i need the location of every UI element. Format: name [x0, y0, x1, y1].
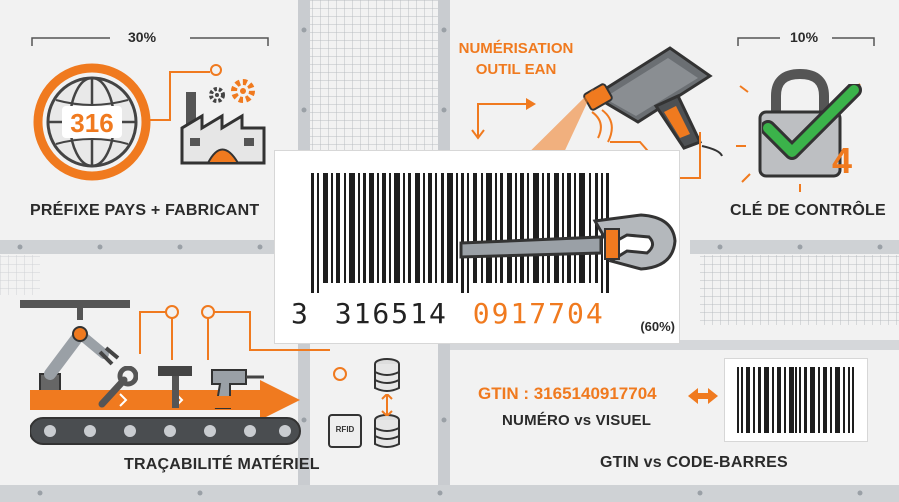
- barcode-icon: [737, 367, 854, 433]
- gtin-text: GTIN : 3165140917704: [478, 384, 657, 403]
- factory-icon: [180, 92, 266, 165]
- connector-lines: [139, 305, 347, 381]
- rfid-label: RFID: [335, 425, 355, 434]
- robot-arm-icon: [20, 300, 130, 395]
- barcode-scanner-icon: [583, 46, 723, 157]
- double-arrow-icon: [688, 388, 718, 404]
- top-right-section: 10% 4 CLÉ DE CONTRÔLE: [700, 0, 899, 240]
- percent-label: 10%: [790, 29, 819, 45]
- caption: TRAÇABILITÉ MATÉRIEL: [124, 456, 320, 473]
- gear-icon: [231, 79, 255, 103]
- scan-title: NUMÉRISATION OUTIL EAN: [456, 40, 576, 78]
- percent-label: (60%): [640, 319, 675, 334]
- bottom-right-section: GTIN : 3165140917704 NUMÉRO vs VISUEL GT…: [450, 350, 899, 485]
- scan-title-line1: NUMÉRISATION: [458, 40, 574, 57]
- gear-icon: [209, 87, 225, 103]
- wrench-icon: [459, 213, 677, 271]
- bracket-line: [737, 37, 875, 46]
- barcode-card: [724, 358, 868, 442]
- gtin-subtitle: NUMÉRO vs VISUEL: [502, 412, 652, 429]
- globe-code: 316: [70, 108, 114, 138]
- database-icon: [374, 414, 400, 448]
- caption: GTIN vs CODE-BARRES: [600, 454, 788, 471]
- conveyor-icon: [30, 380, 301, 445]
- connector-lines: [150, 64, 222, 121]
- globe-icon: [33, 63, 151, 181]
- scan-waves: [591, 109, 613, 143]
- check-icon: [762, 84, 862, 160]
- rfid-tag-icon: RFID: [328, 414, 362, 448]
- sync-arrows: [381, 394, 393, 416]
- percent-label: 30%: [128, 29, 157, 45]
- check-digit: 4: [832, 140, 853, 181]
- hammer-icon: [158, 366, 192, 408]
- barcode-group1: 316514: [334, 297, 448, 330]
- drill-icon: [211, 369, 264, 409]
- bracket-line: [31, 37, 269, 46]
- barcode-card: 3 316514 0917704 (60%): [274, 150, 680, 344]
- scan-title-line2: OUTIL EAN: [475, 61, 557, 78]
- top-left-section: 30% 316 PRÉFIXE PAYS + FABRICANT: [0, 0, 298, 240]
- barcode-group2: 0917704: [472, 297, 605, 330]
- wrench-icon: [98, 366, 138, 408]
- barcode-first-digit: 3: [291, 297, 310, 330]
- scan-arrow: [471, 98, 536, 140]
- barcode-number: 3 316514 0917704: [291, 297, 605, 330]
- database-icon: [374, 358, 400, 392]
- bottom-left-section: RFID TRAÇABILITÉ MATÉRIEL: [0, 254, 440, 485]
- caption: PRÉFIXE PAYS + FABRICANT: [30, 202, 260, 219]
- caption: CLÉ DE CONTRÔLE: [730, 202, 886, 219]
